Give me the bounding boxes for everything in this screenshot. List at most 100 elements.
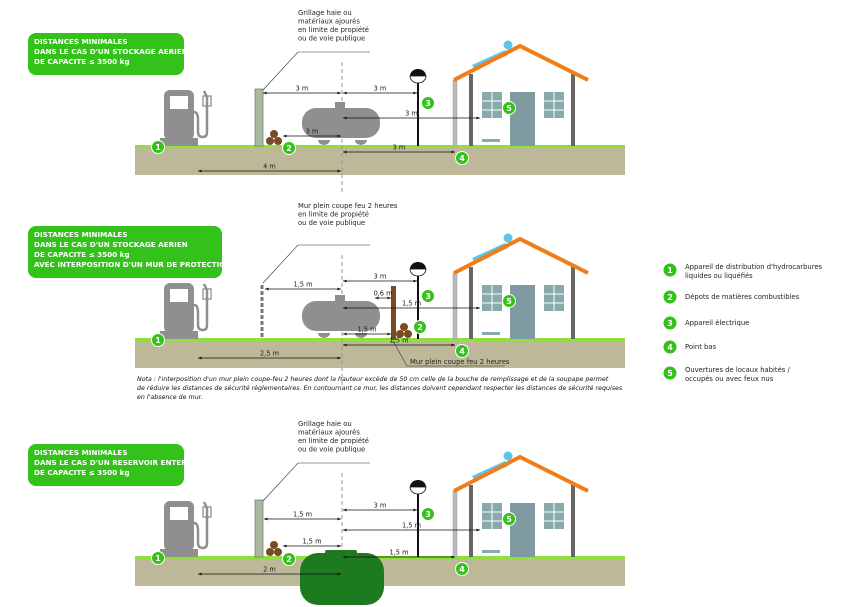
marker-circle: [421, 96, 435, 110]
marker-circle: [455, 562, 469, 576]
legend-text: occupés ou avec feux nus: [685, 375, 774, 383]
wall-leader-line: [392, 340, 505, 367]
title-box: [28, 33, 184, 75]
tank-valve: [335, 295, 345, 301]
distance-label: 3 m: [405, 110, 418, 118]
fence-mesh: [254, 88, 264, 147]
marker-number: 3: [425, 510, 431, 519]
pump-base: [160, 331, 198, 339]
pump-hose: [193, 501, 209, 550]
marker-4-icon: 4: [455, 151, 469, 165]
roof: [453, 43, 589, 82]
marker-circle: [455, 344, 469, 358]
low-point-post: [452, 272, 458, 340]
pump-screen: [170, 289, 188, 302]
window-frame: [482, 92, 502, 118]
lamp-head: [410, 262, 426, 269]
tank-valve: [335, 102, 345, 108]
pump-nozzle: [202, 95, 212, 107]
fence-mesh: [254, 499, 264, 558]
sun-icon: [503, 40, 513, 50]
legend-text: Point bas: [685, 343, 717, 351]
marker-circle: [455, 151, 469, 165]
legend-text: liquides ou liquéfiés: [685, 272, 753, 280]
note-text: Nota : l'interposition d'un mur plein co…: [137, 375, 609, 383]
legend-text: Dépots de matières combustibles: [685, 293, 800, 301]
fence-label: ou de voie publique: [298, 446, 365, 454]
lamp-globe: [409, 268, 427, 277]
window-frame: [544, 285, 564, 311]
marker-circle: [502, 294, 516, 308]
log: [404, 330, 412, 338]
legend-2-icon: [663, 290, 677, 304]
distance-label: 2 m: [263, 566, 276, 574]
window-frame: [482, 285, 502, 311]
house-icon: [452, 451, 589, 558]
marker-circle: [151, 140, 165, 154]
pump-screen: [170, 507, 188, 520]
door: [510, 92, 535, 146]
vent: [482, 550, 500, 553]
pump-hose: [193, 283, 209, 332]
fence-label: ou de voie publique: [298, 219, 365, 227]
combustible-logs-icon: [266, 541, 282, 556]
marker-5-icon: 5: [502, 512, 516, 526]
lamp-head: [410, 480, 426, 487]
marker-number: 2: [286, 144, 292, 153]
distance-label: 1,5 m: [293, 281, 312, 289]
log: [400, 323, 408, 331]
legend-number: 5: [667, 369, 673, 378]
door: [510, 503, 535, 557]
house-icon: [452, 40, 589, 147]
tank-feet: [318, 140, 367, 145]
marker-circle: [282, 141, 296, 155]
distance-label: 3 m: [374, 273, 387, 281]
combustible-logs-icon: [396, 323, 412, 338]
marker-1-icon: 1: [151, 140, 165, 154]
ground: [135, 340, 625, 368]
marker-3-icon: 3: [421, 289, 435, 303]
marker-circle: [151, 551, 165, 565]
marker-3-icon: 3: [421, 96, 435, 110]
marker-number: 3: [425, 292, 431, 301]
tank: [302, 108, 380, 138]
marker-2-icon: 2: [282, 141, 296, 155]
tank-manhole: [325, 550, 357, 557]
distance-label: 1,5 m: [402, 300, 421, 308]
low-point-post: [452, 79, 458, 147]
fence-leader-line: [262, 462, 370, 502]
fence-label: en limite de propiété: [298, 26, 369, 34]
fence-label: ou de voie publique: [298, 35, 365, 43]
house-post: [571, 74, 575, 146]
panel-title: AVEC INTERPOSITION D'UN MUR DE PROTECTIO…: [34, 260, 231, 269]
marker-number: 2: [417, 323, 423, 332]
pump-screen: [170, 96, 188, 109]
marker-circle: [502, 512, 516, 526]
house-post: [469, 267, 473, 339]
lamp-globe: [409, 486, 427, 495]
marker-2-icon: 2: [282, 552, 296, 566]
lamp-globe: [409, 75, 427, 84]
fence-label: Grillage haie ou: [298, 420, 352, 428]
marker-4-icon: 4: [455, 562, 469, 576]
fuel-pump-icon: [160, 501, 212, 557]
distance-label: 3 m: [296, 85, 309, 93]
wall-label: Mur plein coupe feu 2 heures: [410, 358, 510, 366]
house-post: [571, 485, 575, 557]
marker-circle: [151, 333, 165, 347]
marker-circle: [421, 507, 435, 521]
distance-label: 3 m: [306, 128, 319, 136]
pump-nozzle: [202, 288, 212, 300]
distance-label: 0,6 m: [373, 290, 392, 298]
marker-1-icon: 1: [151, 333, 165, 347]
log: [274, 137, 282, 145]
distance-label: 1,5 m: [357, 326, 376, 334]
panel-title: DISTANCES MINIMALES: [34, 230, 128, 239]
street-lamp-icon: [409, 480, 427, 557]
fuel-pump-icon: [160, 283, 212, 339]
combustible-logs-icon: [266, 130, 282, 145]
window-frame: [544, 503, 564, 529]
